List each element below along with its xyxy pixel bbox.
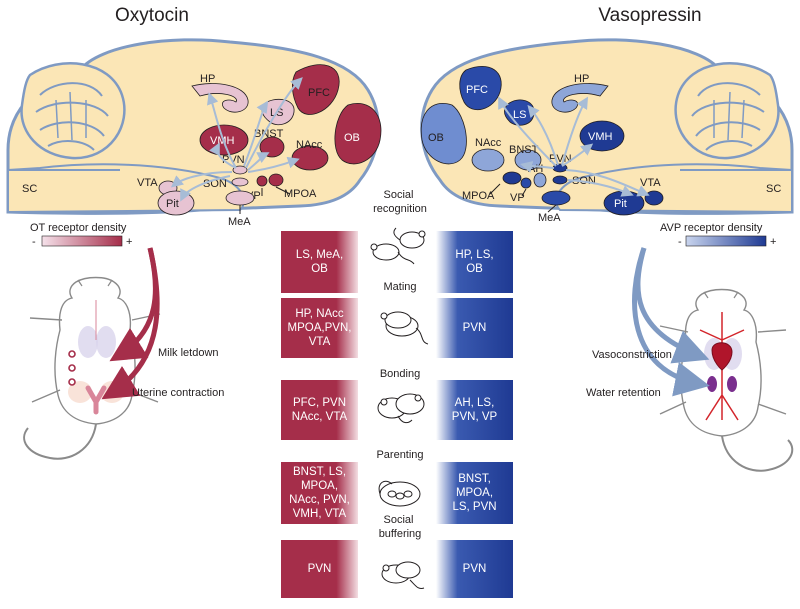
avp-peripheral-arrows	[632, 247, 710, 397]
avp-box-bonding: AH, LS, PVN, VP	[436, 380, 513, 440]
ot-peripheral-arrows	[101, 247, 160, 400]
avp-box-mating: PVN	[436, 298, 513, 358]
ot-son-region	[231, 177, 249, 187]
avp-hp-region	[551, 83, 609, 113]
ot-pvn-region	[232, 165, 248, 175]
avp-pfc-region	[459, 66, 502, 111]
bonding-mice-icon	[377, 393, 425, 424]
avp-ah-region	[533, 172, 547, 188]
behavior-label-social-recognition: Social recognition	[373, 189, 427, 215]
behavior-label-mating: Mating	[383, 281, 416, 293]
ot-legend-max: +	[126, 236, 132, 248]
avp-effect-water-retention: Water retention	[586, 387, 661, 399]
ot-box-social-recognition: LS, MeA, OB	[281, 231, 358, 293]
ot-cerebellum	[20, 62, 126, 160]
avp-mpoa-region	[502, 171, 522, 185]
avp-label-mea: MeA	[538, 212, 561, 224]
social-recognition-mice-icon	[370, 227, 426, 265]
avp-vta-region	[644, 190, 664, 206]
ot-box-bonding: PFC, PVN NAcc, VTA	[281, 380, 358, 440]
avp-box-social-buffering: PVN	[436, 540, 513, 598]
behavior-social-recognition-line2: recognition	[373, 203, 427, 215]
avp-label-pfc: PFC	[466, 84, 488, 96]
avp-label-vta: VTA	[640, 177, 661, 189]
ot-label-pit: Pit	[166, 198, 179, 210]
ot-box-social-buffering: PVN	[281, 540, 358, 598]
ot-vp-region	[256, 175, 268, 187]
avp-box-parenting: BNST, MPOA, LS, PVN	[436, 462, 513, 524]
behavior-social-buffering-line1: Social	[383, 514, 413, 526]
avp-projection-arrows	[498, 96, 650, 197]
ot-legend-title: OT receptor density	[30, 222, 127, 234]
ot-ob-region	[334, 103, 382, 165]
avp-label-ah: AH	[528, 163, 543, 175]
oxytocin-title: Oxytocin	[115, 5, 189, 26]
behavior-social-recognition-line1: Social	[383, 189, 413, 201]
vasopressin-title: Vasopressin	[598, 5, 701, 26]
mating-mice-icon	[380, 311, 429, 345]
avp-label-vmh: VMH	[588, 131, 613, 143]
ot-mea-region	[225, 190, 255, 206]
ot-label-bnst: BNST	[254, 128, 284, 140]
avp-legend-max: +	[770, 236, 776, 248]
ot-label-mea: MeA	[228, 216, 251, 228]
avp-label-nacc: NAcc	[475, 137, 502, 149]
ot-label-hp: HP	[200, 73, 215, 85]
avp-nacc-region	[471, 148, 505, 172]
social-buffering-mice-icon	[381, 561, 425, 589]
avp-ob-region	[420, 103, 467, 165]
behavior-label-bonding: Bonding	[380, 368, 420, 380]
avp-vmh-region	[579, 120, 625, 152]
behavior-label-social-buffering: Social buffering	[379, 514, 422, 540]
avp-label-sc: SC	[766, 183, 781, 195]
avp-effect-vasoconstriction: Vasoconstriction	[592, 349, 672, 361]
avp-label-mpoa: MPOA	[462, 190, 495, 202]
ot-legend-min: -	[32, 236, 36, 248]
ot-label-nacc: NAcc	[296, 139, 323, 151]
ot-projection-arrows	[170, 77, 303, 202]
avp-label-ob: OB	[428, 132, 444, 144]
ot-pfc-region	[292, 64, 340, 115]
behavior-social-buffering-line2: buffering	[379, 528, 422, 540]
avp-cerebellum	[674, 62, 780, 160]
avp-box-social-recognition: HP, LS, OB	[436, 231, 513, 293]
avp-brain: SC PFC HP OB LS VMH NAcc BNST PVN AH SON…	[420, 38, 794, 224]
avp-mea-region	[541, 190, 571, 206]
ot-label-vta: VTA	[137, 177, 158, 189]
avp-label-hp: HP	[574, 73, 589, 85]
ot-label-mpoa: MPOA	[284, 188, 317, 200]
ot-mpoa-region	[268, 173, 284, 187]
ot-brain: SC HP PFC VMH OB LS BNST NAcc PVN SON VT…	[6, 38, 382, 228]
ot-effect-uterine-contraction: Uterine contraction	[132, 387, 224, 399]
avp-label-pit: Pit	[614, 198, 627, 210]
avp-legend-gradient	[685, 235, 767, 247]
ot-label-sc: SC	[22, 183, 37, 195]
avp-receptor-legend: AVP receptor density - +	[660, 222, 776, 248]
ot-legend-gradient	[41, 235, 123, 247]
parenting-mice-icon	[378, 480, 421, 507]
avp-son-region	[552, 175, 568, 185]
ot-bnst-region	[259, 136, 285, 158]
ot-box-parenting: BNST, LS, MPOA, NAcc, PVN, VMH, VTA	[281, 462, 358, 524]
avp-vp-region	[520, 177, 532, 189]
ot-label-pfc: PFC	[308, 87, 330, 99]
ot-box-mating: HP, NAcc MPOA,PVN, VTA	[281, 298, 358, 358]
ot-receptor-legend: OT receptor density - +	[30, 222, 132, 248]
ot-hp-region	[191, 83, 249, 113]
avp-label-vp: VP	[510, 192, 525, 204]
avp-legend-title: AVP receptor density	[660, 222, 763, 234]
avp-label-bnst: BNST	[509, 144, 539, 156]
avp-legend-min: -	[678, 236, 682, 248]
ot-effect-milk-letdown: Milk letdown	[158, 347, 219, 359]
ot-label-ob: OB	[344, 132, 360, 144]
behavior-label-parenting: Parenting	[376, 449, 423, 461]
avp-label-ls: LS	[513, 109, 526, 121]
